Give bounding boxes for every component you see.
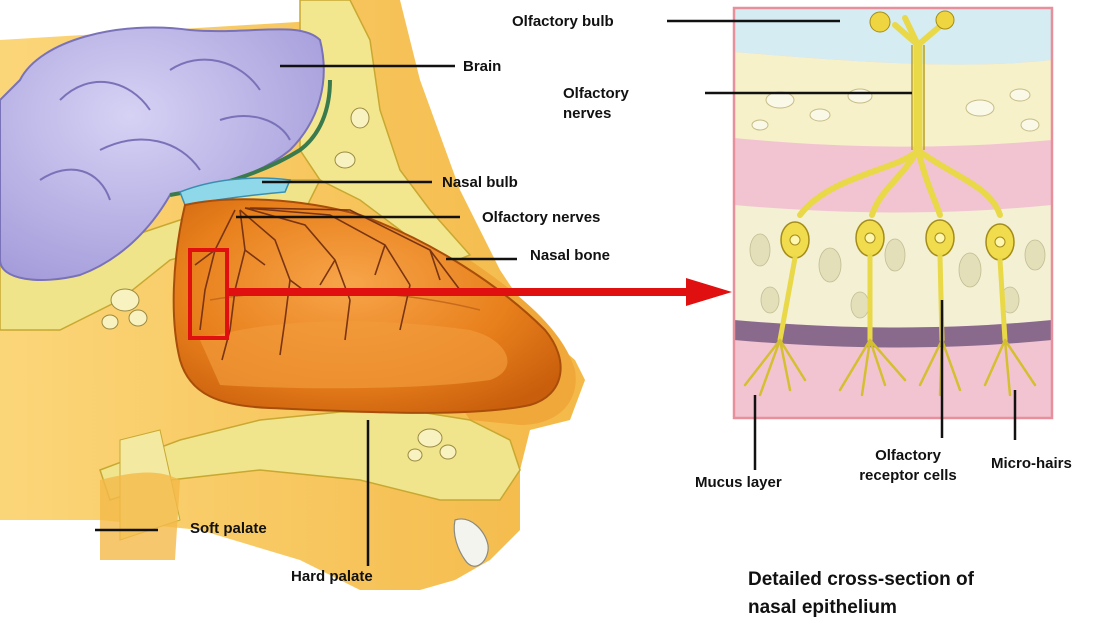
label-micro-hairs: Micro-hairs <box>991 454 1072 473</box>
label-olfactory-nerves-left: Olfactory nerves <box>482 208 600 227</box>
label-soft-palate: Soft palate <box>190 519 267 538</box>
caption-line-1: Detailed cross-section of <box>748 566 974 594</box>
label-olfactory-bulb: Olfactory bulb <box>512 12 614 31</box>
label-nasal-bulb: Nasal bulb <box>442 173 518 192</box>
label-receptor-cells-1: Olfactory <box>840 446 976 465</box>
label-hard-palate: Hard palate <box>291 567 373 586</box>
caption-line-2: nasal epithelium <box>748 594 974 622</box>
label-olfactory-nerves-right-1: Olfactory <box>563 84 629 103</box>
soft-palate-shape <box>100 473 180 561</box>
label-mucus-layer: Mucus layer <box>695 473 782 492</box>
label-olfactory-nerves-right-2: nerves <box>563 104 611 123</box>
label-receptor-cells-2: receptor cells <box>840 466 976 485</box>
label-nasal-bone: Nasal bone <box>530 246 610 265</box>
inset-panel <box>734 8 1052 418</box>
inset-caption: Detailed cross-section of nasal epitheli… <box>748 566 974 622</box>
label-brain: Brain <box>463 57 501 76</box>
